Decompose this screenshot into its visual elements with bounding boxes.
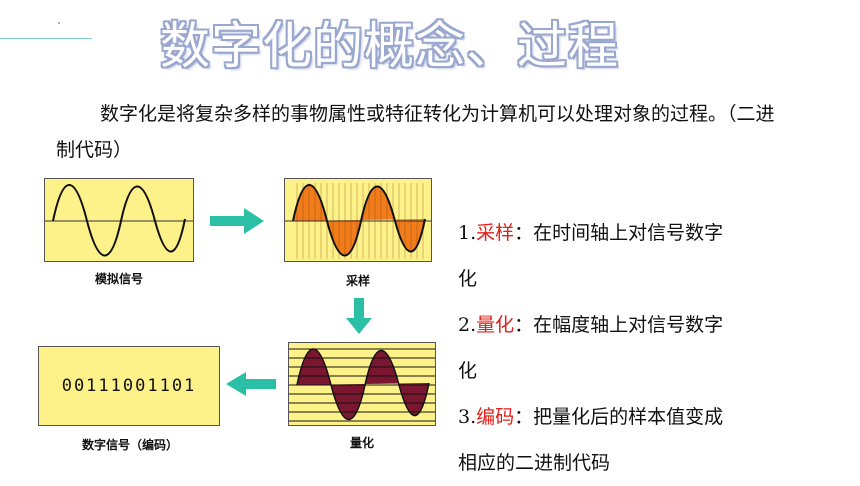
analog-wave bbox=[45, 184, 193, 257]
step-2: 2.量化：在幅度轴上对信号数字 化 bbox=[458, 302, 818, 394]
binary-code: 00111001101 bbox=[61, 376, 197, 396]
header-decoration-line bbox=[0, 38, 92, 39]
arrow-left-icon bbox=[226, 372, 276, 396]
step-term: 采样 bbox=[476, 222, 515, 244]
quantization-fill bbox=[297, 349, 429, 420]
step-1: 1.采样：在时间轴上对信号数字 化 bbox=[458, 210, 818, 302]
sampling-wave bbox=[285, 183, 431, 259]
step-desc-cont: 相应的二进制代码 bbox=[458, 452, 611, 474]
digital-signal-panel: 00111001101 bbox=[38, 346, 220, 426]
step-number: 1. bbox=[458, 222, 477, 244]
arrow-right-icon bbox=[210, 208, 264, 234]
sampling-panel bbox=[284, 178, 432, 262]
sampling-fill bbox=[293, 185, 425, 256]
process-steps: 1.采样：在时间轴上对信号数字 化 2.量化：在幅度轴上对信号数字 化 3.编码… bbox=[458, 210, 818, 486]
step-desc: ：在幅度轴上对信号数字 bbox=[514, 314, 724, 336]
quantization-wave bbox=[289, 348, 435, 422]
step-number: 2. bbox=[458, 314, 477, 336]
header-decoration-dot bbox=[58, 22, 60, 24]
step-term: 量化 bbox=[476, 314, 515, 336]
analog-curve bbox=[52, 184, 186, 257]
step-desc-cont: 化 bbox=[458, 360, 478, 382]
slide-title: 数字化的概念、过程 bbox=[160, 17, 619, 75]
quantization-levels bbox=[289, 348, 435, 422]
arrow-down-icon bbox=[346, 298, 372, 334]
analog-signal-panel bbox=[44, 178, 194, 262]
analog-signal-caption: 模拟信号 bbox=[94, 272, 143, 286]
sampling-curve bbox=[292, 184, 426, 257]
step-3: 3.编码：把量化后的样本值变成 相应的二进制代码 bbox=[458, 394, 818, 486]
step-number: 3. bbox=[458, 406, 477, 428]
step-desc-cont: 化 bbox=[458, 268, 478, 290]
quantization-caption: 量化 bbox=[349, 436, 374, 450]
quantization-curve bbox=[296, 348, 430, 420]
digital-signal-caption: 数字信号（编码） bbox=[81, 438, 178, 452]
step-term: 编码 bbox=[476, 406, 515, 428]
sampling-caption: 采样 bbox=[345, 274, 370, 288]
step-desc: ：把量化后的样本值变成 bbox=[514, 406, 724, 428]
intro-paragraph: 数字化是将复杂多样的事物属性或特征转化为计算机可以处理对象的过程。（二进制代码） bbox=[56, 103, 775, 161]
step-desc: ：在时间轴上对信号数字 bbox=[514, 222, 724, 244]
quantization-panel bbox=[288, 342, 436, 426]
